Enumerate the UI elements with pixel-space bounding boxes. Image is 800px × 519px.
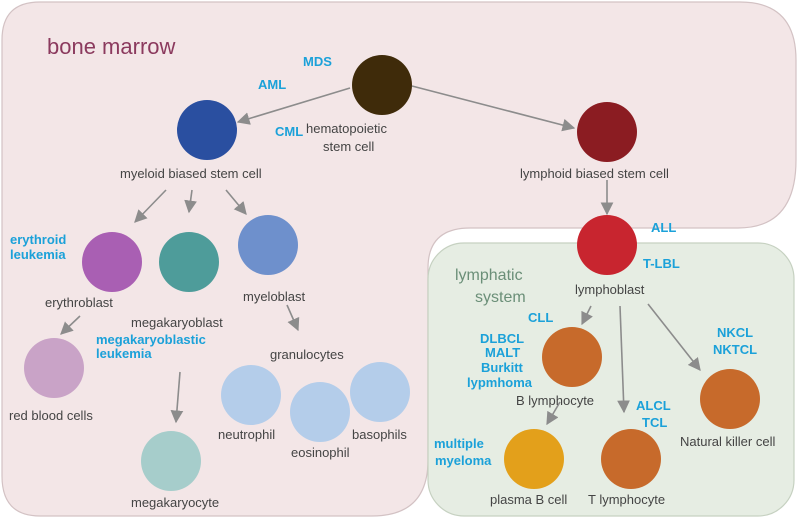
- edge-erythroblast-to-rbc: [60, 315, 81, 335]
- disease-mds: MDS: [303, 54, 332, 69]
- disease-erythroid-line1: erythroid: [10, 232, 66, 247]
- b-lymphocyte-label: B lymphocyte: [516, 393, 594, 408]
- lymphoblast-cell: [577, 215, 637, 275]
- disease-erythroid-line2: leukemia: [10, 247, 66, 262]
- disease-burkitt: Burkitt: [481, 360, 524, 375]
- disease-myeloma: myeloma: [435, 453, 492, 468]
- basophils-cell: [350, 362, 410, 422]
- edge-myeloid-to-erythroblast: [134, 189, 167, 223]
- hematopoietic-stem-cell: [352, 55, 412, 115]
- edge-myeloid-to-megakaryoblast: [184, 189, 197, 214]
- disease-megakaryoblastic-line1: megakaryoblastic: [96, 332, 206, 347]
- b-lymphocyte-cell: [542, 327, 602, 387]
- megakaryocyte-cell: [141, 431, 201, 491]
- t-lymphocyte-cell: [601, 429, 661, 489]
- t-lymphocyte-label: T lymphocyte: [588, 492, 665, 507]
- disease-nktcl: NKTCL: [713, 342, 757, 357]
- edge-lymphoblast-to-nk: [647, 303, 701, 372]
- disease-alcl: ALCL: [636, 398, 671, 413]
- edge-myeloblast-to-granulocytes: [286, 304, 300, 332]
- hsc-label-line1: hematopoietic: [306, 121, 387, 136]
- lymphatic-system-title-line1: lymphatic: [455, 267, 523, 284]
- myeloid-label: myeloid biased stem cell: [120, 166, 262, 181]
- edge-b-lymphocyte-to-plasma-b: [546, 401, 561, 426]
- eosinophil-label: eosinophil: [291, 445, 350, 460]
- lymphoid-biased-stem-cell: [577, 102, 637, 162]
- disease-multiple: multiple: [434, 436, 484, 451]
- nk-label: Natural killer cell: [680, 434, 775, 449]
- edge-megakaryoblast-to-megakaryocyte: [170, 371, 184, 424]
- disease-dlbcl: DLBCL: [480, 331, 524, 346]
- edge-hsc-to-myeloid: [236, 87, 351, 125]
- edge-lymphoblast-to-b-lymphocyte: [581, 305, 593, 326]
- myeloblast-label: myeloblast: [243, 289, 306, 304]
- myeloid-biased-stem-cell: [177, 100, 237, 160]
- disease-tcl: TCL: [642, 415, 667, 430]
- megakaryoblast-label: megakaryoblast: [131, 315, 223, 330]
- disease-cml: CML: [275, 124, 303, 139]
- eosinophil-cell: [290, 382, 350, 442]
- rbc-label: red blood cells: [9, 408, 93, 423]
- plasma-b-cell: [504, 429, 564, 489]
- edge-hsc-to-lymphoid: [411, 85, 576, 132]
- myeloblast-cell: [238, 215, 298, 275]
- lymphoid-label: lymphoid biased stem cell: [520, 166, 669, 181]
- disease-lypmhoma: lypmhoma: [467, 375, 533, 390]
- hsc-label-line2: stem cell: [323, 139, 374, 154]
- basophils-label: basophils: [352, 427, 407, 442]
- red-blood-cells-cell: [24, 338, 84, 398]
- plasma-b-label: plasma B cell: [490, 492, 567, 507]
- neutrophil-label: neutrophil: [218, 427, 275, 442]
- disease-megakaryoblastic-line2: leukemia: [96, 346, 152, 361]
- disease-tlbl: T-LBL: [643, 256, 680, 271]
- edge-lymphoblast-to-t-lymphocyte: [617, 305, 630, 414]
- neutrophil-cell: [221, 365, 281, 425]
- lymphatic-system-title-line2: system: [475, 289, 526, 306]
- granulocytes-label: granulocytes: [270, 347, 344, 362]
- erythroblast-cell: [82, 232, 142, 292]
- lymphoblast-label: lymphoblast: [575, 282, 645, 297]
- megakaryoblast-cell: [159, 232, 219, 292]
- disease-all: ALL: [651, 220, 676, 235]
- disease-nkcl: NKCL: [717, 325, 753, 340]
- edge-myeloid-to-myeloblast: [225, 189, 247, 215]
- disease-malt: MALT: [485, 345, 520, 360]
- megakaryocyte-label: megakaryocyte: [131, 495, 219, 510]
- erythroblast-label: erythroblast: [45, 295, 113, 310]
- bone-marrow-title: bone marrow: [47, 34, 176, 59]
- disease-cll: CLL: [528, 310, 553, 325]
- natural-killer-cell: [700, 369, 760, 429]
- disease-aml: AML: [258, 77, 286, 92]
